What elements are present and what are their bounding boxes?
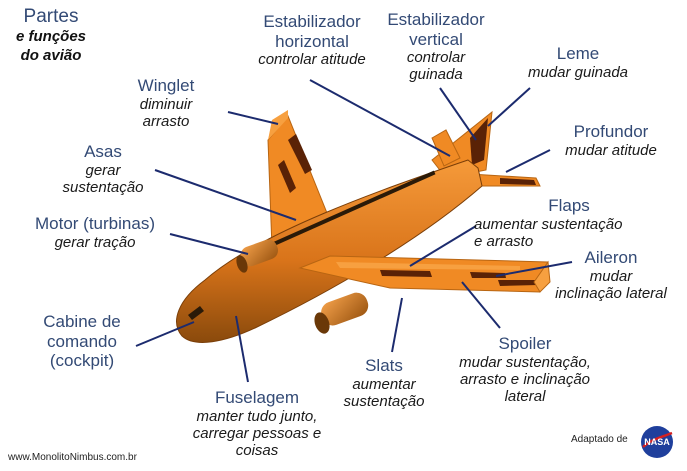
label-desc: sustentação (343, 392, 425, 410)
rudder (470, 118, 488, 165)
label-aileron: Aileron mudar inclinação lateral (538, 248, 684, 302)
leader-winglet (227, 111, 279, 125)
label-desc: gerar (85, 161, 121, 179)
horizontal-stabilizer-left (431, 129, 461, 167)
label-winglet: Winglet diminuir arrasto (116, 76, 216, 130)
site-url: www.MonolitoNimbus.com.br (8, 452, 137, 463)
left-wing-spoiler (278, 160, 296, 193)
label-motor: Motor (turbinas) gerar tração (18, 214, 172, 251)
leader-spoiler (461, 281, 501, 329)
diagram-title: Partes e funções do avião (8, 6, 94, 66)
label-asas: Asas gerar sustentação (50, 142, 156, 196)
label-desc: diminuir (139, 95, 193, 113)
leader-stab-v (439, 87, 477, 141)
leader-asas (154, 169, 297, 221)
title-sub-2: do avião (20, 46, 82, 64)
leader-fuselagem (235, 315, 249, 383)
label-title: Motor (turbinas) (35, 214, 155, 233)
leader-motor (169, 233, 249, 255)
leader-aileron (495, 261, 573, 277)
credit-text: Adaptado de (571, 434, 628, 445)
label-title: Winglet (137, 76, 195, 95)
label-title: Spoiler (498, 334, 552, 353)
title-main: Partes (23, 6, 79, 27)
label-desc: sustentação (62, 178, 144, 196)
right-engine (314, 292, 369, 334)
label-desc: inclinação lateral (555, 284, 667, 302)
label-desc: manter tudo junto, (196, 407, 318, 425)
left-engine (236, 239, 279, 273)
label-desc: controlar atitude (258, 51, 366, 69)
label-desc: arrasto e inclinação (459, 370, 591, 388)
label-desc: e arrasto (474, 232, 534, 250)
label-stabilizer-vertical: Estabilizador vertical controlar guinada (368, 10, 504, 84)
fuselage-windows (241, 170, 436, 260)
cockpit-windows (188, 306, 204, 320)
label-title: Aileron (584, 248, 638, 267)
label-title: comando (47, 331, 117, 351)
label-title: Fuselagem (214, 388, 300, 407)
label-title: Flaps (548, 196, 590, 215)
label-desc: guinada (409, 66, 463, 84)
leader-cabine (135, 321, 195, 347)
aileron-surface (498, 280, 540, 286)
label-desc: gerar tração (54, 233, 136, 251)
leader-flaps (409, 225, 477, 267)
label-desc: mudar atitude (565, 141, 657, 159)
left-wing-flap (288, 134, 312, 174)
label-desc: aumentar sustentação (474, 215, 623, 233)
leader-slats (391, 297, 403, 353)
leader-stab-h (309, 79, 451, 157)
label-title: vertical (409, 29, 463, 49)
label-desc: arrasto (142, 112, 190, 130)
label-title: Estabilizador (387, 10, 485, 29)
label-title: (cockpit) (49, 351, 115, 371)
left-winglet (268, 110, 288, 140)
label-title: Leme (556, 44, 600, 63)
elevator (500, 178, 536, 185)
label-desc: carregar pessoas e (192, 424, 322, 442)
label-desc: lateral (504, 388, 546, 406)
leader-leme (487, 87, 531, 127)
label-desc: aumentar (352, 375, 416, 393)
label-profundor: Profundor mudar atitude (548, 122, 674, 159)
label-desc: controlar (406, 49, 466, 67)
label-title: Profundor (573, 122, 649, 141)
leader-lines (135, 79, 573, 383)
label-fuselagem: Fuselagem manter tudo junto, carregar pe… (172, 388, 342, 459)
right-wing-slats (336, 262, 520, 270)
label-leme: Leme mudar guinada (510, 44, 646, 81)
title-sub-1: e funções (15, 28, 87, 45)
label-title: Cabine de (43, 312, 121, 331)
flaps-surface (380, 270, 432, 277)
label-cabine: Cabine de comando (cockpit) (30, 312, 134, 371)
leader-profundor (505, 149, 551, 173)
label-title: Asas (84, 142, 122, 161)
label-desc: mudar guinada (527, 63, 629, 81)
nasa-logo-text: NASA (644, 437, 670, 447)
label-title: Estabilizador (263, 12, 361, 31)
label-flaps: Flaps aumentar sustentação e arrasto (474, 196, 664, 250)
label-stabilizer-horizontal: Estabilizador horizontal controlar atitu… (222, 12, 402, 68)
label-desc: coisas (235, 442, 279, 460)
label-desc: mudar sustentação, (459, 353, 591, 371)
label-title: horizontal (275, 31, 349, 51)
label-slats: Slats aumentar sustentação (334, 356, 434, 410)
label-title: Slats (365, 356, 403, 375)
label-desc: mudar (589, 267, 633, 285)
right-winglet (533, 260, 551, 293)
nasa-logo: NASA (641, 426, 673, 458)
label-spoiler: Spoiler mudar sustentação, arrasto e inc… (440, 334, 610, 405)
